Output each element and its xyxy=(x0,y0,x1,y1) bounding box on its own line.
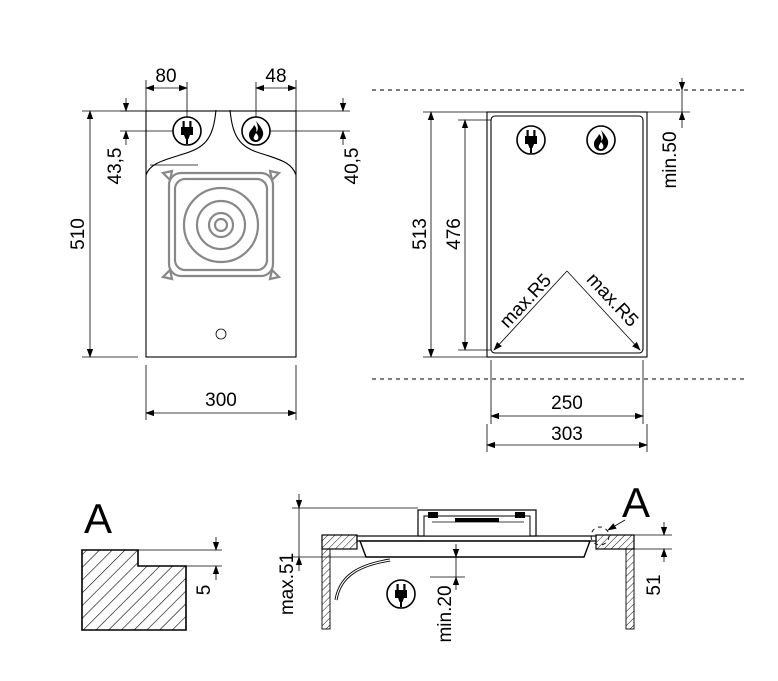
plug-icon xyxy=(172,116,202,146)
dim-80: 80 xyxy=(155,66,176,87)
plug-icon xyxy=(386,579,416,609)
worktop-section-hatched xyxy=(81,549,187,631)
gas-flame-icon xyxy=(241,116,271,146)
dim-300: 300 xyxy=(205,390,237,411)
dim-513: 513 xyxy=(410,218,431,250)
hob-top-view: 80 48 43,5 40,5 510 300 xyxy=(68,66,363,420)
pan-support xyxy=(417,509,537,537)
hob-glass-plate xyxy=(356,535,597,542)
dim-303: 303 xyxy=(551,424,583,445)
panel-curve-right xyxy=(229,109,297,176)
detail-a-title: A xyxy=(84,495,112,542)
control-knob xyxy=(215,328,227,340)
cutout-inner xyxy=(490,115,644,354)
detail-a-marker-label: A xyxy=(622,479,650,526)
cutout-view: max.R5 max.R5 513 476 min.50 250 303 xyxy=(372,78,745,452)
dim-min-50: min.50 xyxy=(660,131,681,188)
panel-curve-left xyxy=(145,109,217,176)
dim-51: 51 xyxy=(644,574,665,595)
burner-grid xyxy=(160,169,282,281)
detail-a-marker-circle xyxy=(590,526,610,546)
radius-label-left: max.R5 xyxy=(496,270,556,332)
dim-min-20: min.20 xyxy=(435,585,456,642)
dim-48: 48 xyxy=(265,66,286,87)
cutout-outer xyxy=(486,111,648,358)
worktop-right xyxy=(595,534,635,550)
worktop-left xyxy=(321,534,358,550)
radius-label-right: max.R5 xyxy=(582,269,642,331)
detail-a: A 5 xyxy=(81,495,222,631)
dim-250: 250 xyxy=(551,393,583,414)
dim-43-5: 43,5 xyxy=(105,148,126,185)
dim-5: 5 xyxy=(194,585,215,596)
dim-476: 476 xyxy=(444,218,465,250)
gas-flame-icon xyxy=(586,125,616,155)
dim-max-51: max.51 xyxy=(277,553,298,615)
dim-40-5: 40,5 xyxy=(342,148,363,185)
hob-body xyxy=(358,540,592,558)
dim-510: 510 xyxy=(68,218,89,250)
plug-icon xyxy=(516,125,546,155)
section-view: A max.51 51 min.20 xyxy=(277,479,672,643)
hob-outline xyxy=(145,110,297,358)
